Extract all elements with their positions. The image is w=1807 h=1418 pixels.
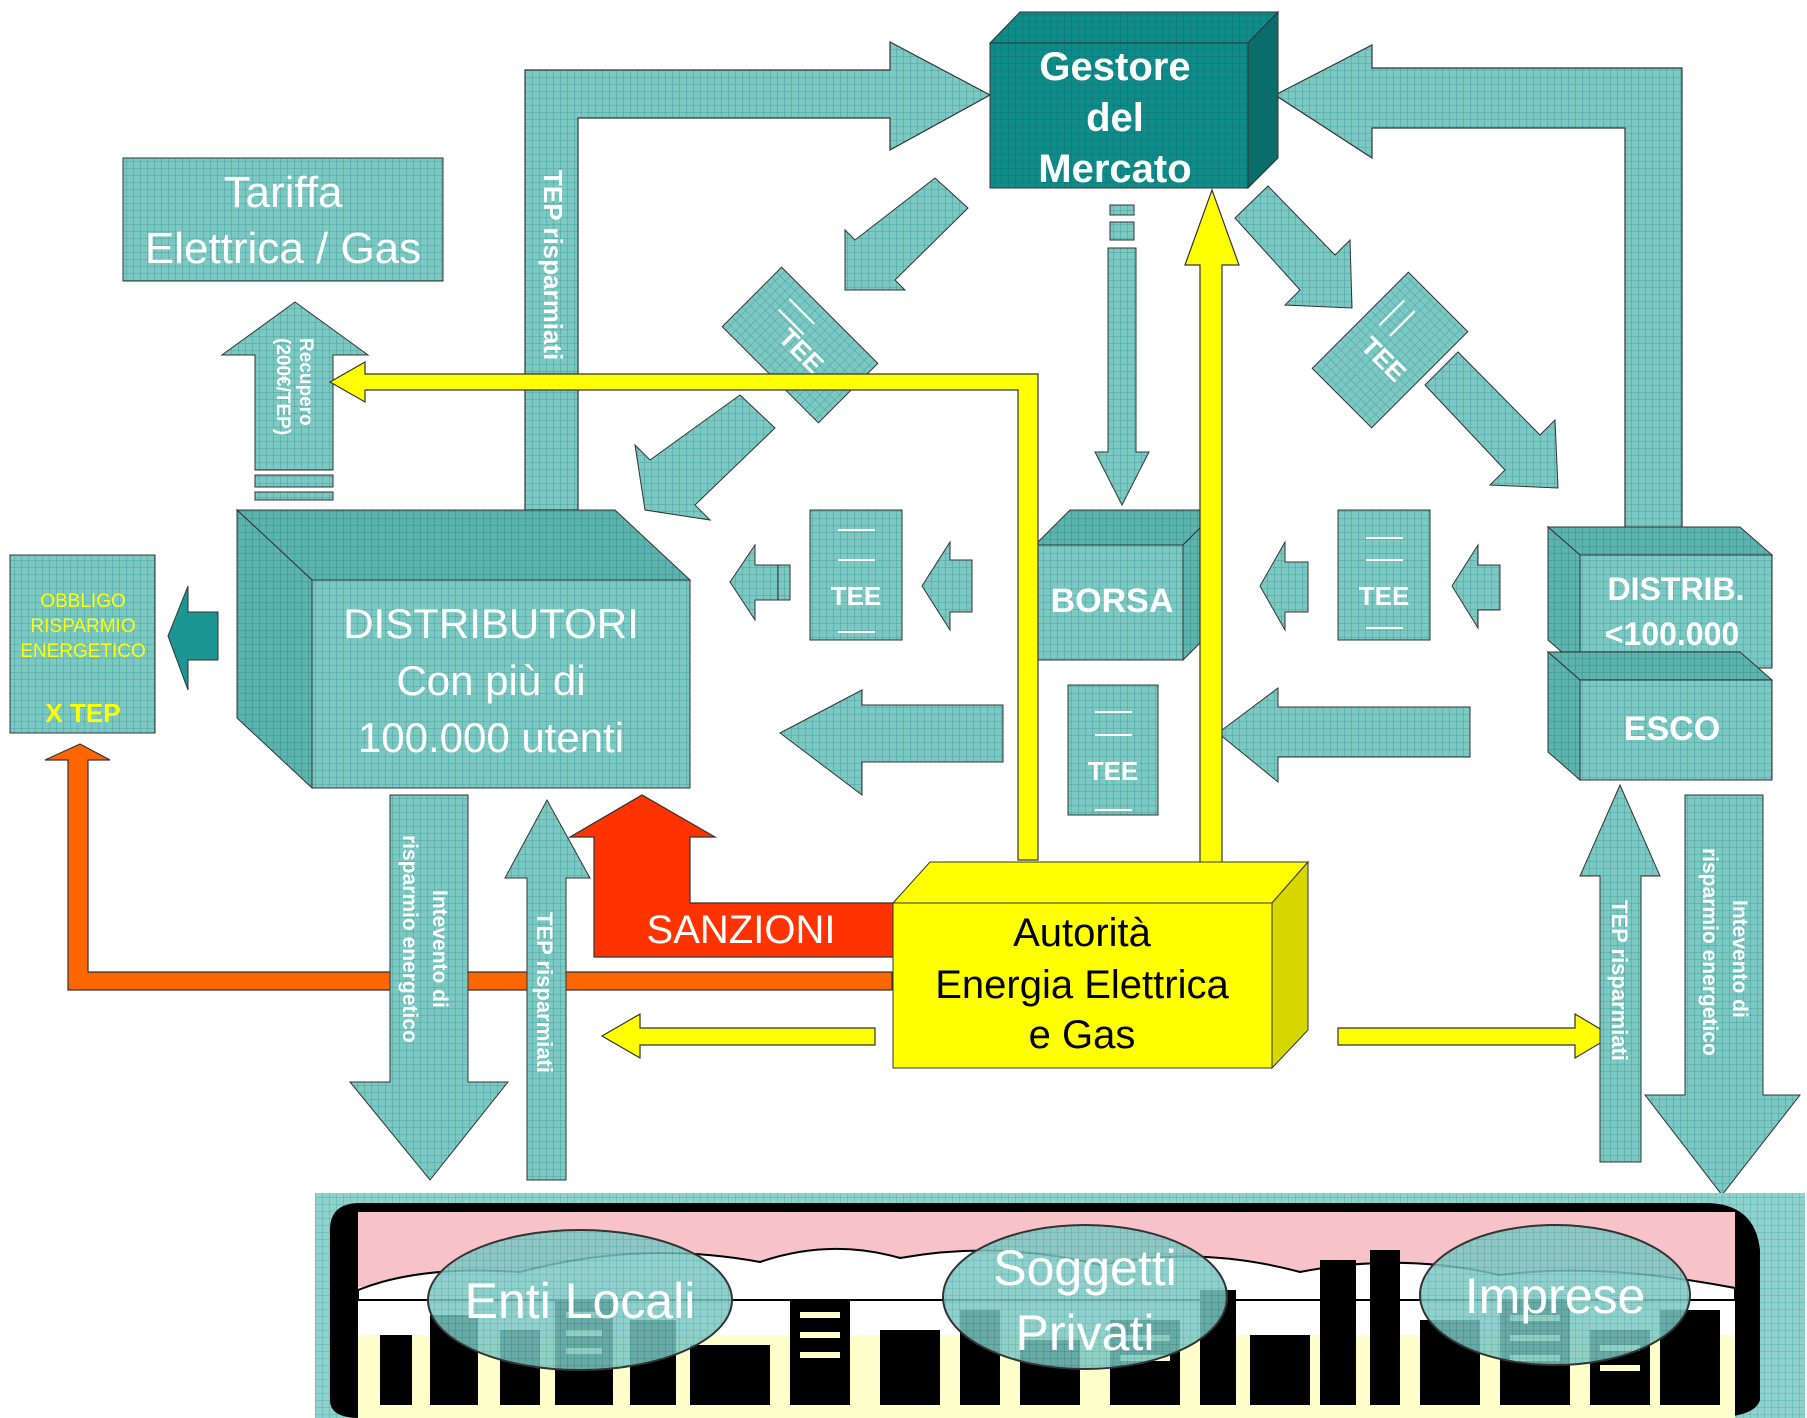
enti-ellipse	[427, 1229, 733, 1371]
tep-label-bottom-right: TEP risparmiati	[1607, 900, 1632, 1061]
diag-arrow-lower-left	[634, 394, 776, 521]
intervento-right-2: risparmio energetico	[1698, 848, 1721, 1056]
distrib-small-line-1: DISTRIB.	[1608, 571, 1745, 607]
yellow-arrow-right	[1337, 1012, 1614, 1060]
tee-flow-right-arrow-1	[1259, 540, 1309, 632]
diag-arrow-upper-right	[1234, 185, 1353, 309]
sanzioni-label: SANZIONI	[647, 908, 836, 952]
obbligo-tep: X TEP	[45, 698, 120, 728]
tep-label-top-right: TEP risparmiati	[1580, 175, 1610, 365]
recupero-bar-2	[254, 491, 334, 501]
tep-arrow-left-to-gestore	[524, 41, 992, 511]
tee-label-right: TEE	[1359, 581, 1410, 611]
tee-card-center: TEE	[1067, 684, 1159, 816]
tee-label-center: TEE	[1088, 756, 1139, 786]
imprese-label: Imprese	[1465, 1268, 1646, 1324]
autorita-line-1: Autorità	[1013, 911, 1152, 955]
gestore-node: Gestore del Mercato	[988, 10, 1280, 191]
gestore-borsa-bar-1	[1109, 204, 1135, 216]
autorita-line-3: e Gas	[1029, 1013, 1136, 1057]
distributori-line-1: DISTRIBUTORI	[343, 600, 639, 647]
recupero-label-1: Recupero	[295, 338, 316, 426]
autorita-node: Autorità Energia Elettrica e Gas	[891, 860, 1310, 1070]
obbligo-line-1: OBBLIGO	[40, 591, 126, 612]
borsa-label: BORSA	[1051, 582, 1174, 620]
tee-flow-right-arrow-2	[1451, 543, 1501, 630]
gestore-borsa-bar-2	[1109, 221, 1135, 241]
long-arrow-left	[779, 689, 1004, 797]
obbligo-node: OBBLIGO RISPARMIO ENERGETICO X TEP	[9, 554, 156, 734]
borsa-node: BORSA	[1033, 508, 1220, 662]
recupero-bar-1	[254, 474, 334, 488]
gestore-line-1: Gestore	[1039, 45, 1190, 89]
obbligo-line-3: ENERGETICO	[20, 641, 146, 662]
imprese-ellipse	[1419, 1224, 1691, 1366]
soggetti-ellipse	[942, 1224, 1228, 1370]
tee-card-right: TEE	[1337, 509, 1431, 641]
tariffa-line-1: Tariffa	[223, 168, 343, 217]
tep-arrow-bottom-right	[1579, 783, 1661, 1163]
tep-label-top-left: TEP risparmiati	[538, 170, 568, 360]
obbligo-line-2: RISPARMIO	[30, 616, 135, 637]
recupero-label-2: (200€/TEP)	[272, 338, 293, 435]
tee-card-left-diag: TEE	[721, 266, 879, 424]
esco-node: ESCO	[1546, 650, 1774, 782]
city-panel: Enti Locali Soggetti Privati Imprese	[315, 1193, 1805, 1418]
yellow-arrow-left	[600, 1012, 876, 1060]
recupero-arrow	[220, 301, 370, 471]
distributori-node: DISTRIBUTORI Con più di 100.000 utenti	[235, 508, 692, 790]
orange-arrow-to-obbligo	[44, 743, 893, 991]
tee-flow-left-arrow-2	[921, 540, 973, 632]
tee-flow-left-arrow-1b	[729, 543, 779, 622]
long-arrow-right-pointing-left	[1217, 687, 1471, 784]
tariffa-node: Tariffa Elettrica / Gas	[122, 157, 444, 282]
enti-label: Enti Locali	[465, 1273, 696, 1329]
tee-card-right-diag: TEE	[1311, 271, 1469, 429]
diag-arrow-lower-right	[1424, 351, 1559, 489]
gestore-line-2: del	[1086, 96, 1144, 140]
intervento-arrow-left	[348, 794, 510, 1181]
tariffa-line-2: Elettrica / Gas	[145, 224, 421, 273]
soggetti-line-2: Privati	[1016, 1305, 1155, 1361]
diag-arrow-upper-left	[844, 177, 969, 291]
soggetti-line-1: Soggetti	[993, 1240, 1176, 1296]
tep-arrow-bottom-left	[504, 798, 591, 1181]
intervento-right-1: Intevento di	[1728, 900, 1751, 1018]
tep-label-bottom-left: TEP risparmiati	[532, 912, 557, 1073]
tee-card-left: TEE	[809, 509, 903, 641]
intervento-left-2: risparmio energetico	[398, 835, 421, 1043]
distributori-line-3: 100.000 utenti	[358, 714, 624, 761]
yellow-arrow-to-recupero	[328, 360, 1039, 861]
tee-label-left: TEE	[831, 581, 882, 611]
gestore-line-3: Mercato	[1038, 147, 1191, 191]
distributori-line-2: Con più di	[396, 657, 585, 704]
sanzioni-arrow	[567, 794, 896, 958]
gestore-to-borsa-arrow	[1094, 247, 1150, 507]
yellow-arrow-to-gestore	[1184, 188, 1240, 881]
autorita-line-2: Energia Elettrica	[935, 963, 1229, 1007]
distrib-small-node: DISTRIB. <100.000	[1546, 525, 1774, 670]
arrow-to-obbligo	[167, 585, 219, 691]
esco-label: ESCO	[1624, 710, 1720, 748]
distrib-small-line-2: <100.000	[1605, 616, 1739, 652]
tep-arrow-right-to-gestore	[1273, 44, 1683, 531]
intervento-left-1: Intevento di	[428, 890, 451, 1008]
intervento-arrow-right	[1643, 794, 1802, 1196]
